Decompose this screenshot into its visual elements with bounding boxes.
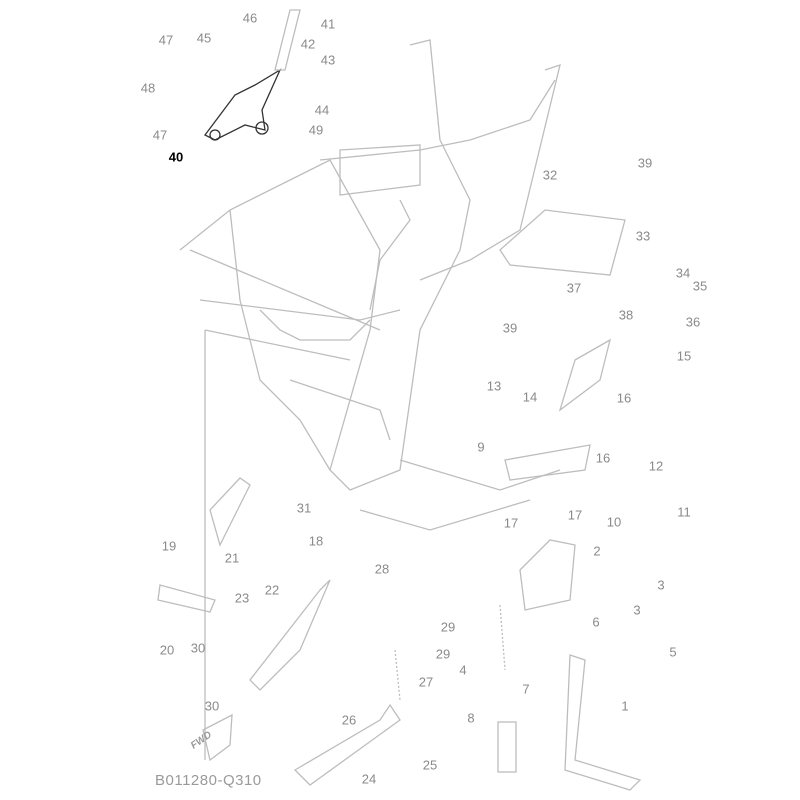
callout-29b[interactable]: 29 <box>435 646 451 662</box>
callout-43[interactable]: 43 <box>320 52 336 68</box>
part-19 <box>157 584 216 613</box>
callout-37[interactable]: 37 <box>566 280 582 296</box>
callout-26[interactable]: 26 <box>341 712 357 728</box>
callout-11[interactable]: 11 <box>677 504 691 520</box>
callout-17[interactable]: 17 <box>503 515 519 531</box>
callout-46[interactable]: 46 <box>242 10 258 26</box>
callout-21[interactable]: 21 <box>224 550 240 566</box>
callout-48[interactable]: 48 <box>140 80 156 96</box>
callout-17b[interactable]: 17 <box>567 507 583 523</box>
callout-30[interactable]: 30 <box>190 640 206 656</box>
callout-7[interactable]: 7 <box>522 681 530 697</box>
callout-33[interactable]: 33 <box>635 228 651 244</box>
callout-22[interactable]: 22 <box>264 582 280 598</box>
part-1 <box>564 654 642 791</box>
callout-36[interactable]: 36 <box>685 314 701 330</box>
fwd-arrow-icon <box>202 713 233 762</box>
callout-39b[interactable]: 39 <box>502 320 518 336</box>
callout-19[interactable]: 19 <box>161 538 177 554</box>
callout-31[interactable]: 31 <box>296 500 312 516</box>
callout-44[interactable]: 44 <box>314 102 330 118</box>
callout-3b[interactable]: 3 <box>633 602 641 618</box>
callout-1[interactable]: 1 <box>621 698 629 714</box>
callout-5[interactable]: 5 <box>669 644 677 660</box>
callout-14[interactable]: 14 <box>522 389 538 405</box>
callout-15[interactable]: 15 <box>676 348 692 364</box>
part-32 <box>499 209 626 276</box>
part-40-bracket <box>204 68 282 141</box>
callout-18[interactable]: 18 <box>308 533 324 549</box>
part-4-spring <box>499 604 506 671</box>
callout-9[interactable]: 9 <box>477 439 485 455</box>
callout-13[interactable]: 13 <box>486 378 502 394</box>
callout-20[interactable]: 20 <box>159 642 175 658</box>
callout-2[interactable]: 2 <box>593 543 601 559</box>
callout-34[interactable]: 34 <box>675 265 691 281</box>
callout-24[interactable]: 24 <box>361 771 377 787</box>
callout-16b[interactable]: 16 <box>595 450 611 466</box>
callout-47b[interactable]: 47 <box>152 127 168 143</box>
callout-27[interactable]: 27 <box>418 674 434 690</box>
callout-6[interactable]: 6 <box>592 614 600 630</box>
part-9 <box>504 444 591 481</box>
callout-40-highlighted[interactable]: 40 <box>168 149 184 165</box>
part-31 <box>209 477 251 547</box>
callout-49[interactable]: 49 <box>308 122 324 138</box>
callout-16[interactable]: 16 <box>616 390 632 406</box>
part-27-spring <box>394 649 401 701</box>
callout-3[interactable]: 3 <box>657 577 665 593</box>
part-8 <box>497 721 517 773</box>
part-18 <box>249 579 331 691</box>
diagram-code: B011280-Q310 <box>155 772 262 789</box>
part-2 <box>519 539 576 611</box>
callout-25[interactable]: 25 <box>422 757 438 773</box>
part-15 <box>558 338 612 412</box>
part-24 <box>293 703 401 786</box>
callout-32[interactable]: 32 <box>542 167 558 183</box>
callout-39[interactable]: 39 <box>637 155 653 171</box>
callout-29[interactable]: 29 <box>440 619 456 635</box>
callout-42[interactable]: 42 <box>300 36 316 52</box>
frame-drawing <box>179 39 561 760</box>
callout-28[interactable]: 28 <box>374 561 390 577</box>
callout-45[interactable]: 45 <box>196 30 212 46</box>
part-41 <box>274 9 301 71</box>
callout-41[interactable]: 41 <box>320 16 336 32</box>
callout-35[interactable]: 35 <box>692 278 708 294</box>
callout-10[interactable]: 10 <box>606 514 622 530</box>
callout-47[interactable]: 47 <box>158 32 174 48</box>
callout-23[interactable]: 23 <box>234 590 250 606</box>
callout-12[interactable]: 12 <box>648 458 664 474</box>
callout-30b[interactable]: 30 <box>204 698 220 714</box>
callout-38[interactable]: 38 <box>618 307 634 323</box>
callout-8[interactable]: 8 <box>467 710 475 726</box>
callout-4[interactable]: 4 <box>459 662 467 678</box>
